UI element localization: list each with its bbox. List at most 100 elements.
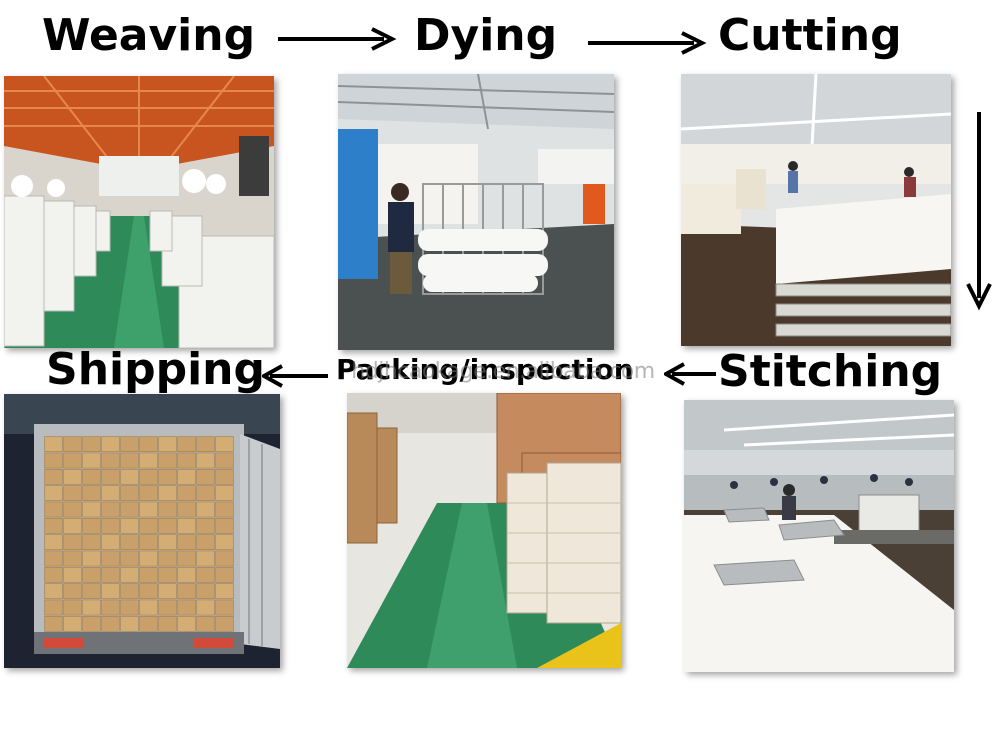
weaving-photo xyxy=(4,76,274,348)
carton-box xyxy=(196,550,215,567)
carton-box xyxy=(82,550,101,567)
carton-box xyxy=(120,583,139,600)
carton-box xyxy=(44,501,63,518)
carton-box xyxy=(82,436,101,453)
carton-box xyxy=(44,436,63,453)
arrow-left-icon xyxy=(664,362,716,386)
carton-box xyxy=(158,566,177,583)
carton-box xyxy=(101,468,120,485)
carton-box xyxy=(158,534,177,551)
carton-box xyxy=(196,452,215,469)
cutting-photo xyxy=(681,74,951,346)
stitching-photo xyxy=(684,400,954,672)
carton-box xyxy=(82,452,101,469)
carton-box xyxy=(158,452,177,469)
carton-box xyxy=(196,599,215,616)
carton-box xyxy=(158,485,177,502)
carton-box xyxy=(63,566,82,583)
carton-box xyxy=(120,534,139,551)
carton-box xyxy=(44,517,63,534)
carton-box xyxy=(63,615,82,632)
carton-box xyxy=(101,452,120,469)
carton-box xyxy=(44,485,63,502)
carton-box xyxy=(63,436,82,453)
watermark: hdjhcaokage.en.alibaba.com xyxy=(351,359,655,384)
arrow-right-icon xyxy=(278,27,397,51)
carton-box xyxy=(139,436,158,453)
carton-box xyxy=(44,468,63,485)
carton-box xyxy=(158,517,177,534)
carton-box xyxy=(44,615,63,632)
carton-box xyxy=(177,534,196,551)
carton-box xyxy=(215,436,234,453)
carton-box xyxy=(63,534,82,551)
carton-box xyxy=(44,452,63,469)
carton-box xyxy=(196,583,215,600)
carton-box xyxy=(101,517,120,534)
carton-box xyxy=(82,468,101,485)
carton-box xyxy=(196,468,215,485)
arrow-left-icon xyxy=(262,364,328,388)
dying-photo xyxy=(338,74,614,350)
carton-box xyxy=(44,599,63,616)
carton-box xyxy=(215,583,234,600)
carton-box xyxy=(63,517,82,534)
carton-box xyxy=(139,599,158,616)
carton-box xyxy=(215,534,234,551)
carton-box xyxy=(139,534,158,551)
carton-box xyxy=(215,517,234,534)
step-label-cutting: Cutting xyxy=(718,10,902,61)
carton-box xyxy=(139,583,158,600)
carton-box xyxy=(101,550,120,567)
carton-box xyxy=(120,468,139,485)
carton-box xyxy=(63,468,82,485)
carton-box xyxy=(215,566,234,583)
carton-box xyxy=(215,452,234,469)
carton-box xyxy=(196,566,215,583)
carton-box xyxy=(158,583,177,600)
carton-box xyxy=(82,583,101,600)
carton-box xyxy=(120,615,139,632)
carton-box xyxy=(101,436,120,453)
carton-box xyxy=(120,550,139,567)
carton-box xyxy=(177,468,196,485)
carton-box xyxy=(177,436,196,453)
carton-box xyxy=(120,501,139,518)
carton-box xyxy=(215,485,234,502)
carton-box xyxy=(177,501,196,518)
carton-box xyxy=(120,452,139,469)
carton-box xyxy=(139,501,158,518)
carton-box xyxy=(177,599,196,616)
carton-box xyxy=(101,501,120,518)
carton-box xyxy=(101,615,120,632)
carton-box xyxy=(120,566,139,583)
carton-box xyxy=(120,485,139,502)
carton-box xyxy=(82,566,101,583)
carton-box xyxy=(63,452,82,469)
carton-box xyxy=(63,583,82,600)
arrow-right-icon xyxy=(588,31,707,55)
carton-box xyxy=(215,550,234,567)
carton-box xyxy=(139,485,158,502)
carton-box xyxy=(139,468,158,485)
carton-box xyxy=(139,550,158,567)
carton-box xyxy=(63,485,82,502)
carton-box xyxy=(158,550,177,567)
carton-box xyxy=(177,583,196,600)
carton-box xyxy=(82,599,101,616)
carton-box xyxy=(196,534,215,551)
carton-box xyxy=(82,615,101,632)
carton-box xyxy=(139,615,158,632)
carton-box xyxy=(44,566,63,583)
carton-box xyxy=(215,468,234,485)
carton-box xyxy=(177,566,196,583)
step-label-dying: Dying xyxy=(414,10,558,61)
step-label-stitching: Stitching xyxy=(718,346,943,397)
carton-box xyxy=(139,566,158,583)
carton-box xyxy=(177,452,196,469)
carton-box xyxy=(101,583,120,600)
carton-box xyxy=(139,452,158,469)
step-label-packing: Packing/inspection xyxy=(336,353,634,386)
carton-box xyxy=(63,599,82,616)
carton-box xyxy=(82,485,101,502)
